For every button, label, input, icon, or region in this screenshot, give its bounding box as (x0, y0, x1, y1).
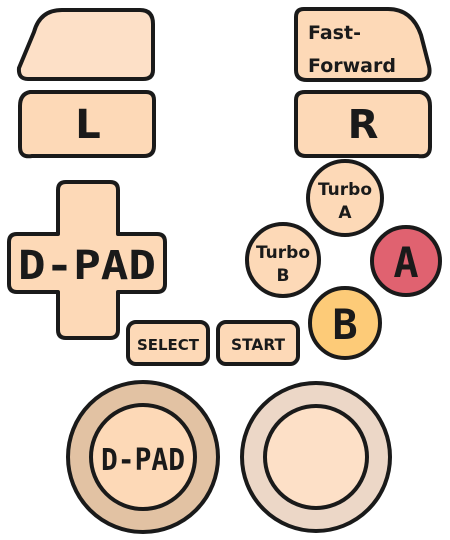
r-shoulder-button[interactable]: R (294, 90, 432, 159)
r-button-label: R (348, 102, 379, 148)
dpad[interactable]: D-PAD (7, 180, 167, 340)
fast-forward-label-line1: Fast- (308, 22, 361, 44)
fast-forward-button[interactable]: Fast- Forward (294, 7, 432, 82)
left-analog-label: D-PAD (101, 443, 185, 478)
b-button-label: B (332, 300, 357, 349)
select-button[interactable]: SELECT (126, 320, 210, 366)
left-upper-shoulder-button[interactable] (16, 8, 155, 81)
start-label: START (231, 335, 285, 354)
turbo-a-label-line2: A (338, 203, 352, 223)
a-button-label: A (393, 238, 418, 287)
turbo-b-label-line2: B (277, 266, 290, 286)
start-button[interactable]: START (216, 320, 300, 366)
l-shoulder-button[interactable]: L (18, 90, 156, 159)
turbo-a-button[interactable]: Turbo A (306, 159, 384, 237)
left-analog-stick[interactable]: D-PAD (66, 380, 220, 534)
dpad-label: D-PAD (18, 243, 156, 289)
turbo-b-button[interactable]: Turbo B (245, 222, 321, 298)
turbo-a-label-line1: Turbo (318, 180, 372, 200)
fast-forward-label-line2: Forward (308, 55, 396, 77)
a-button[interactable]: A (370, 225, 442, 297)
b-button[interactable]: B (308, 286, 382, 360)
right-analog-stick[interactable] (240, 381, 392, 533)
l-button-label: L (75, 102, 101, 148)
turbo-b-label-line1: Turbo (256, 243, 310, 263)
select-label: SELECT (137, 336, 200, 354)
